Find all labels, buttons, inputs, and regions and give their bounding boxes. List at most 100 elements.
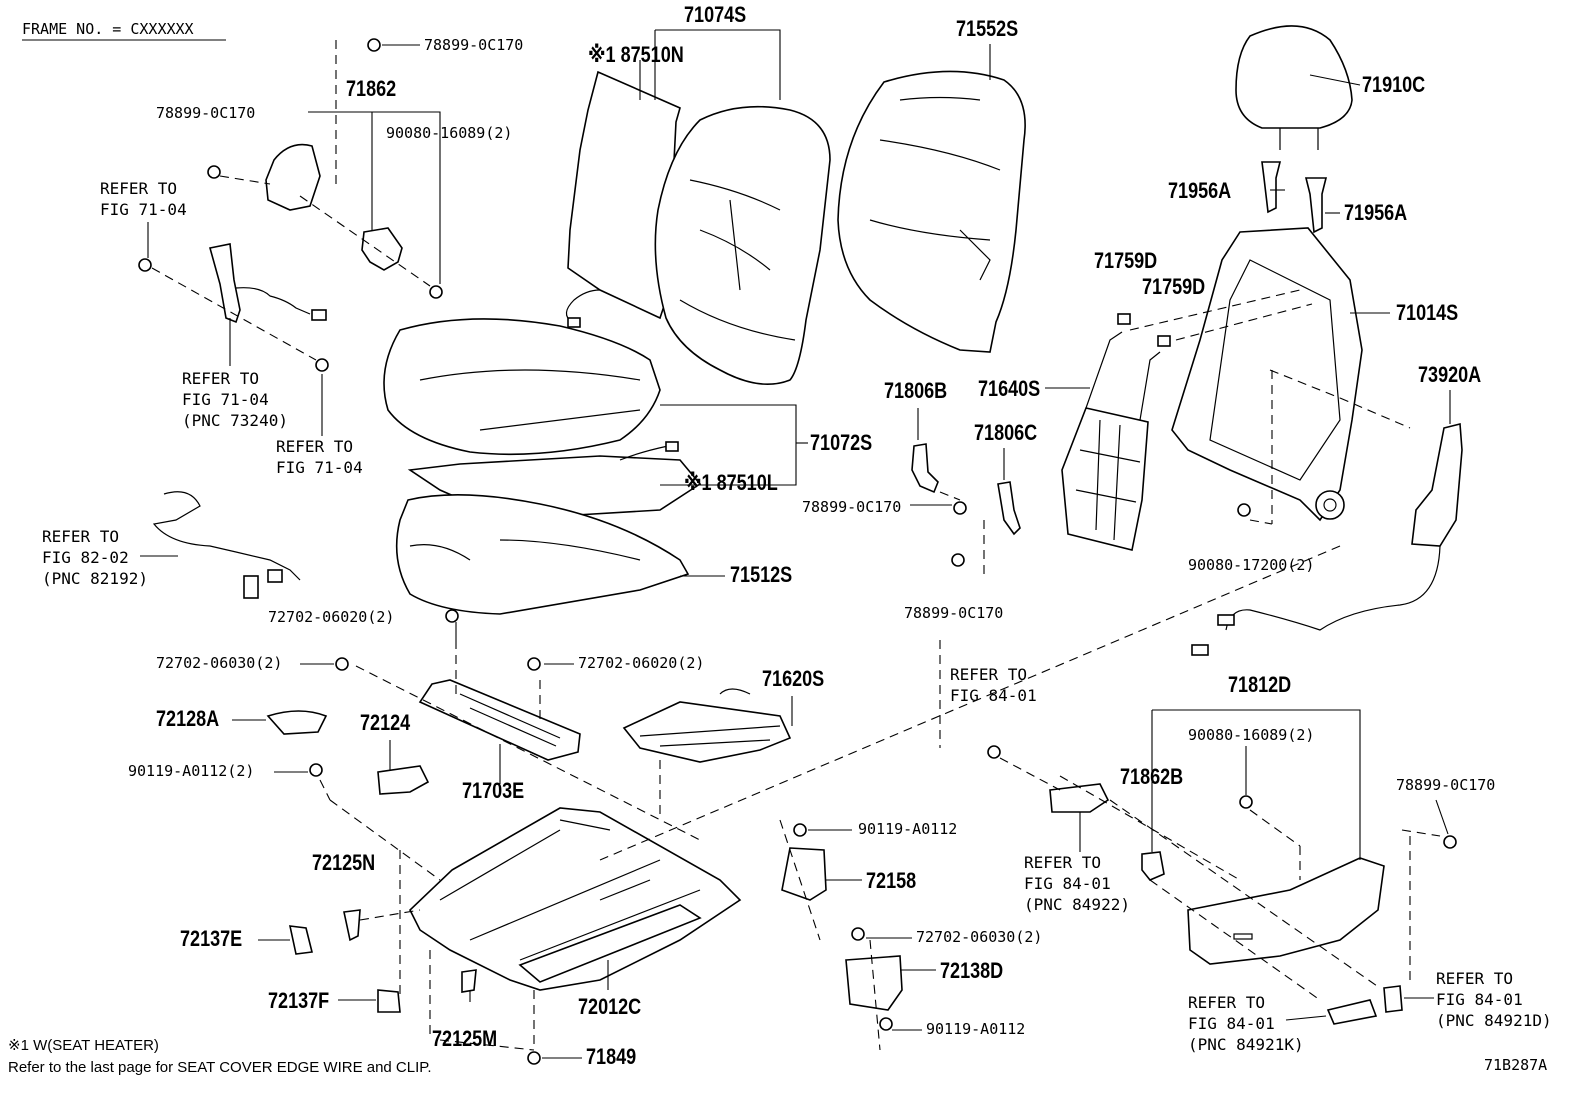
part-71512S: 71512S <box>730 562 793 587</box>
clip-71759D-a <box>1117 313 1131 325</box>
part-90080-16089-b: 90080-16089(2) <box>1188 726 1315 744</box>
seat-cushion-pad-71512S <box>395 494 690 615</box>
part-71862: 71862 <box>346 76 397 101</box>
seatback-spring-71640S <box>1061 407 1149 551</box>
seat-belt-buckle <box>208 243 241 324</box>
refer-fig-71-04-a: REFER TO FIG 71-04 <box>100 179 187 219</box>
part-71812D: 71812D <box>1228 672 1292 697</box>
seatback-heater-87510N <box>567 70 681 320</box>
part-72702-06020-b: 72702-06020(2) <box>578 654 705 672</box>
seat-wire-harness <box>152 491 301 581</box>
part-71910C: 71910C <box>1362 72 1426 97</box>
seat-track-rail <box>518 904 702 983</box>
part-71759D-b: 71759D <box>1142 274 1206 299</box>
part-71806C: 71806C <box>974 420 1038 445</box>
diagram-code: 71B287A <box>1484 1056 1548 1074</box>
part-71074S: 71074S <box>684 2 747 27</box>
part-72158: 72158 <box>866 868 917 893</box>
part-72125N: 72125N <box>312 850 376 875</box>
refer-fig-84-01-pnc-84921D: REFER TO FIG 84-01 (PNC 84921D) <box>1436 969 1552 1030</box>
knob-84921K <box>1326 999 1378 1025</box>
part-71806B: 71806B <box>884 378 948 403</box>
part-71072S: 71072S <box>810 430 873 455</box>
footnote-seat-heater: ※1 W(SEAT HEATER) <box>8 1037 159 1054</box>
part-71956A-a: 71956A <box>1168 178 1232 203</box>
cover-72137F <box>377 989 401 1013</box>
part-72128A: 72128A <box>156 706 220 731</box>
bracket-71862B <box>1141 851 1165 881</box>
frame-number: FRAME NO. = CXXXXXX <box>22 20 194 38</box>
seat-side-shield-71812D <box>1187 857 1385 965</box>
headrest-71910C <box>1235 25 1353 129</box>
seatback-cover-71074S <box>654 105 831 386</box>
cushion-spring-71620S <box>622 701 792 763</box>
part-72125M: 72125M <box>432 1026 498 1051</box>
part-87510L: ※1 87510L <box>684 470 778 495</box>
part-73920A: 73920A <box>1418 362 1482 387</box>
part-71014S: 71014S <box>1396 300 1459 325</box>
part-71552S: 71552S <box>956 16 1019 41</box>
cover-72138D <box>845 955 903 1011</box>
seatback-heater-wire <box>565 289 601 323</box>
part-72137F: 72137F <box>268 988 330 1013</box>
part-90119-A0112-b: 90119-A0112 <box>926 1020 1026 1038</box>
part-90080-17200: 90080-17200(2) <box>1188 556 1315 574</box>
bracket-71862 <box>361 227 403 271</box>
part-72702-06020-a: 72702-06020(2) <box>268 608 395 626</box>
part-72012C: 72012C <box>578 994 642 1019</box>
part-71862B: 71862B <box>1120 764 1184 789</box>
bolt-icons <box>138 38 1457 1065</box>
bracket-71806B <box>911 443 939 494</box>
part-71703E: 71703E <box>462 778 525 803</box>
part-72137E: 72137E <box>180 926 243 951</box>
assembly-dashed-lines <box>151 40 1441 1051</box>
footnote-edge-wire: Refer to the last page for SEAT COVER ED… <box>8 1059 432 1076</box>
part-78899-0C170-top: 78899-0C170 <box>424 36 524 54</box>
belt-anchor-bracket <box>265 143 321 211</box>
headrest-support-71956A-b <box>1304 177 1328 234</box>
part-78899-0C170-mid: 78899-0C170 <box>802 498 902 516</box>
headrest-support-71956A-a <box>1261 161 1282 214</box>
seatback-heater-plug <box>567 317 581 328</box>
part-71759D-a: 71759D <box>1094 248 1158 273</box>
clip-71759D-b <box>1157 335 1171 347</box>
bracket-71806C <box>997 481 1021 536</box>
part-71956A-b: 71956A <box>1344 200 1408 225</box>
seat-track-72012C <box>409 807 742 991</box>
clip-72125M <box>461 969 477 993</box>
part-72702-06030-a: 72702-06030(2) <box>156 654 283 672</box>
clip-72125N <box>343 909 361 942</box>
part-90080-16089-top: 90080-16089(2) <box>386 124 513 142</box>
part-72138D: 72138D <box>940 958 1004 983</box>
leader-lines <box>140 29 1451 1059</box>
refer-fig-71-04-pnc-73240: REFER TO FIG 71-04 (PNC 73240) <box>182 369 288 430</box>
part-87510N: ※1 87510N <box>588 42 684 67</box>
part-78899-0C170-mid2: 78899-0C170 <box>904 604 1004 622</box>
cover-72158 <box>781 847 827 901</box>
part-71640S: 71640S <box>978 376 1041 401</box>
refer-fig-82-02: REFER TO FIG 82-02 (PNC 82192) <box>42 527 148 588</box>
refer-fig-84-01-pnc-84921K: REFER TO FIG 84-01 (PNC 84921K) <box>1188 993 1304 1054</box>
refer-fig-84-01-a: REFER TO FIG 84-01 <box>950 665 1037 705</box>
seatback-frame-71014S <box>1171 227 1363 522</box>
airbag-harness <box>1225 545 1441 631</box>
switch-84922 <box>1049 783 1110 813</box>
cover-72124 <box>377 765 430 795</box>
cushion-frame-71703E <box>418 679 581 761</box>
part-78899-0C170-left: 78899-0C170 <box>156 104 256 122</box>
side-airbag-73920A <box>1411 422 1463 547</box>
part-71849: 71849 <box>586 1044 637 1069</box>
cover-72128A <box>266 710 328 735</box>
refer-fig-71-04-b: REFER TO FIG 71-04 <box>276 437 363 477</box>
part-71620S: 71620S <box>762 666 825 691</box>
refer-fig-84-01-pnc-84922: REFER TO FIG 84-01 (PNC 84922) <box>1024 853 1130 914</box>
part-72702-06030-b: 72702-06030(2) <box>916 928 1043 946</box>
part-90119-A0112-a: 90119-A0112 <box>858 820 958 838</box>
part-90119-A0112-2: 90119-A0112(2) <box>128 762 255 780</box>
recliner-hinge <box>1315 490 1345 520</box>
seatback-pad-71552S <box>837 70 1026 353</box>
part-72124: 72124 <box>360 710 411 735</box>
part-78899-0C170-right: 78899-0C170 <box>1396 776 1496 794</box>
